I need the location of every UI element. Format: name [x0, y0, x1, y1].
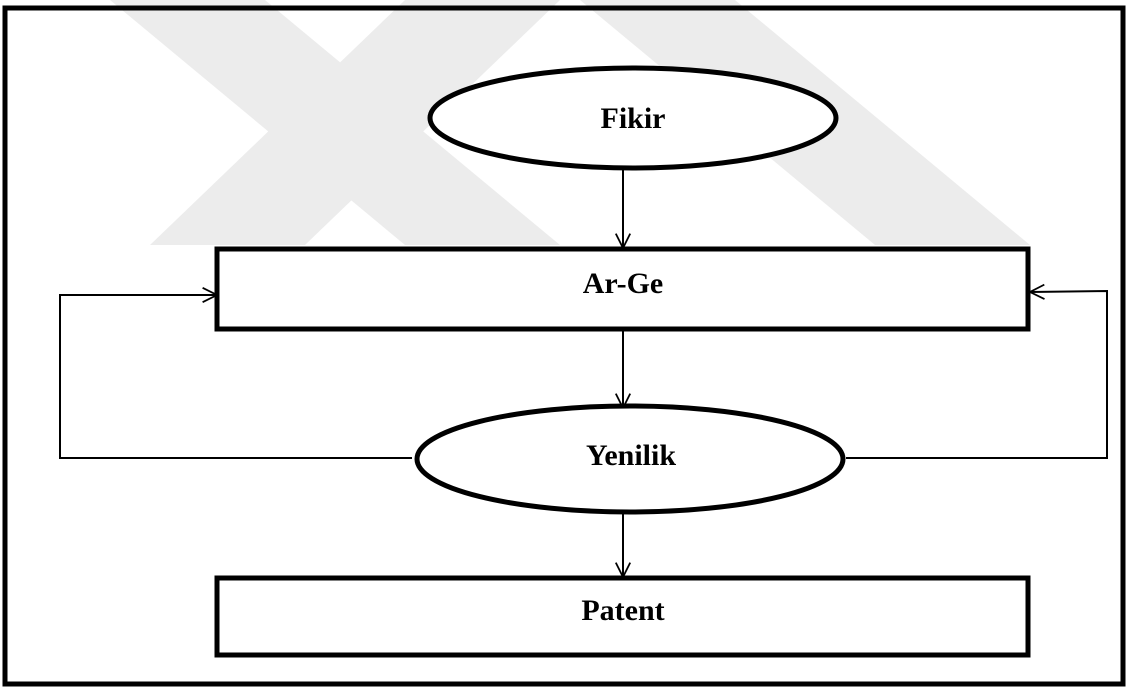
feedback-left-yenilik-to-arge — [59, 295, 412, 459]
box-patent — [214, 575, 1031, 658]
node-arge: Ar-Ge — [214, 246, 1031, 332]
node-patent: Patent — [214, 575, 1031, 658]
label-yenilik: Yenilik — [586, 439, 676, 472]
ellipse-yenilik — [414, 403, 846, 515]
label-fikir: Fikir — [601, 102, 666, 135]
box-arge — [214, 246, 1031, 332]
diagram-frame — [2, 5, 1126, 687]
ellipse-fikir — [427, 65, 839, 171]
node-yenilik: Yenilik — [414, 403, 846, 515]
node-fikir: Fikir — [427, 65, 839, 171]
label-arge: Ar-Ge — [583, 267, 664, 300]
feedback-right-yenilik-to-arge — [846, 291, 1108, 459]
label-patent: Patent — [581, 594, 664, 627]
